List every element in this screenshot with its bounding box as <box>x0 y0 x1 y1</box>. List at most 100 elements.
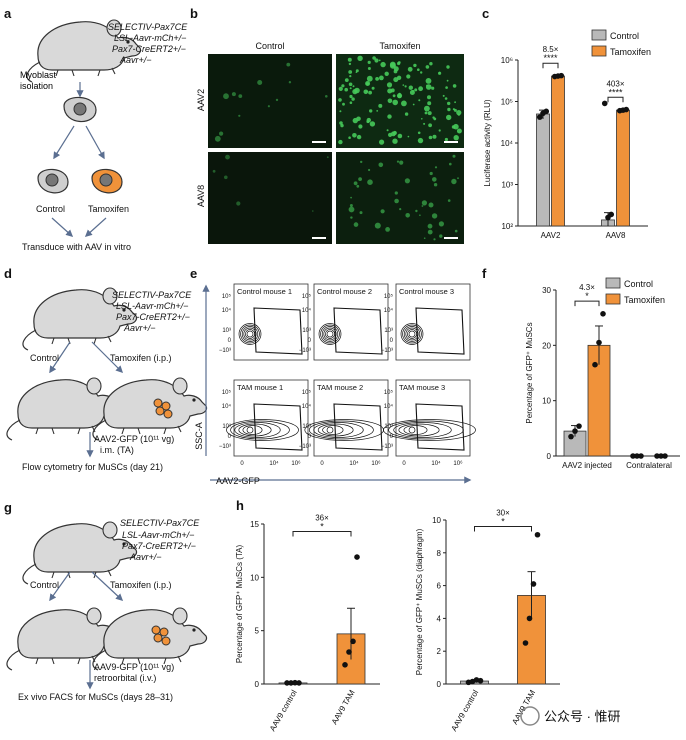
fluorescent-cell <box>417 131 421 135</box>
y-tick-label: 4 <box>437 614 442 623</box>
fluorescent-cell <box>421 118 423 120</box>
fluorescent-cell <box>353 222 359 227</box>
genotype-line: LSL-Aavr-mCh+/− <box>114 33 186 43</box>
fluorescent-cell <box>325 95 328 98</box>
fluorescent-cell <box>349 87 352 90</box>
significance-stars: * <box>585 291 589 301</box>
fluorescent-cell <box>384 71 389 77</box>
data-point <box>354 554 360 560</box>
x-tick-label: AAV9 control <box>449 688 480 733</box>
fluorescent-cell <box>367 179 373 185</box>
y-tick-label: 10 <box>250 573 259 582</box>
fluorescent-cell <box>344 78 349 82</box>
flow-y-tick-label: −10³ <box>299 348 311 354</box>
flow-contour <box>407 329 417 339</box>
data-point <box>526 615 533 622</box>
fluorescent-cell <box>404 178 410 184</box>
fluorescent-cell <box>387 88 393 94</box>
injection-dose: AAV2-GFP (10¹¹ vg) <box>94 434 174 444</box>
data-point <box>346 649 352 655</box>
fluorescent-cell <box>449 162 452 166</box>
flow-y-tick-label: 10⁴ <box>384 403 394 410</box>
fluorescent-cell <box>451 178 457 185</box>
flow-y-tick-label: 0 <box>390 434 394 440</box>
flow-contour <box>226 419 299 441</box>
fluorescent-cell <box>358 124 363 129</box>
fluorescent-cell <box>387 98 393 104</box>
panel-e: e SSC-A AAV2-GFP Control mouse 110⁵10⁴10… <box>190 266 476 486</box>
branch-label-control: Control <box>30 353 59 363</box>
fluorescent-cell <box>453 123 459 130</box>
fluorescent-cell <box>423 237 426 239</box>
data-point <box>522 640 529 646</box>
fluorescent-cell <box>425 78 432 84</box>
flow-x-tick-label: 0 <box>402 461 406 467</box>
column-header-tamoxifen: Tamoxifen <box>379 41 420 51</box>
fold-change-label: 8.5× <box>543 45 559 54</box>
significance-stars: **** <box>608 87 623 97</box>
y-tick-label: 10⁵ <box>501 98 513 107</box>
y-axis-label: Percentage of GFP⁺ MuSCs (diaphragm) <box>415 528 424 675</box>
flow-gate <box>253 403 303 451</box>
fluorescent-cell <box>445 86 448 89</box>
panel-g: g SELECTIV-Pax7CE LSL-Aavr-mCh+/− Pax7-C… <box>4 500 208 702</box>
flow-y-tick-label: 10⁵ <box>302 389 312 396</box>
data-point <box>662 453 668 459</box>
x-tick-label: AAV9 TAM <box>330 688 357 726</box>
fluorescent-cell <box>421 200 427 206</box>
fluorescent-cell <box>452 154 456 158</box>
flow-contour <box>402 324 422 344</box>
flow-contour <box>393 422 452 438</box>
fluorescent-cell <box>408 85 413 90</box>
data-point <box>658 453 664 459</box>
data-point <box>630 453 636 459</box>
fluorescent-cell <box>447 101 451 106</box>
legend-label: Tamoxifen <box>624 295 665 305</box>
fluorescent-cell <box>275 98 279 102</box>
flow-contour <box>400 323 424 345</box>
flow-plot-title: TAM mouse 1 <box>237 383 283 392</box>
fluorescent-cell <box>387 114 392 119</box>
data-point <box>638 453 644 459</box>
fluorescent-cell <box>342 102 345 106</box>
fluorescent-cell <box>338 139 343 145</box>
fluorescent-cell <box>236 201 241 206</box>
branch-label-tamoxifen: Tamoxifen <box>88 204 129 214</box>
data-point <box>576 423 582 429</box>
fluorescent-cell <box>231 92 236 97</box>
data-point <box>284 680 290 686</box>
fluorescent-cell <box>427 101 432 106</box>
flow-x-tick-label: 10⁶ <box>371 460 381 467</box>
flow-y-tick-label: 10⁴ <box>384 307 394 314</box>
scale-bar <box>312 141 326 143</box>
genotype-line: SELECTIV-Pax7CE <box>108 22 188 32</box>
genotype-line: SELECTIV-Pax7CE <box>120 518 200 528</box>
flow-y-tick-label: 0 <box>308 338 312 344</box>
data-point <box>536 114 543 120</box>
flow-contour <box>403 326 421 342</box>
row-header-aav8: AAV8 <box>196 185 206 207</box>
fluorescent-cell <box>427 223 433 229</box>
flow-plot-frame <box>395 283 471 361</box>
flow-contour <box>246 330 254 338</box>
nucleus-icon <box>73 102 87 116</box>
fluorescent-cell <box>223 93 229 100</box>
flow-x-tick-label: 0 <box>240 461 244 467</box>
fluorescent-cell <box>392 138 398 144</box>
fluorescent-cell <box>404 85 407 88</box>
flow-contour <box>313 422 364 438</box>
fluorescent-cell <box>348 70 353 74</box>
flow-y-tick-label: −10³ <box>381 444 393 450</box>
flow-y-tick-label: 10⁴ <box>222 403 232 410</box>
flow-plot-frame <box>233 379 309 457</box>
panel-b: b Control Tamoxifen AAV2 AAV8 <box>190 6 464 244</box>
panel-a-footer: Transduce with AAV in vitro <box>22 242 131 252</box>
flow-y-tick-label: 10⁵ <box>222 389 232 396</box>
flow-contour <box>383 419 476 441</box>
fluorescent-cell <box>405 213 411 218</box>
